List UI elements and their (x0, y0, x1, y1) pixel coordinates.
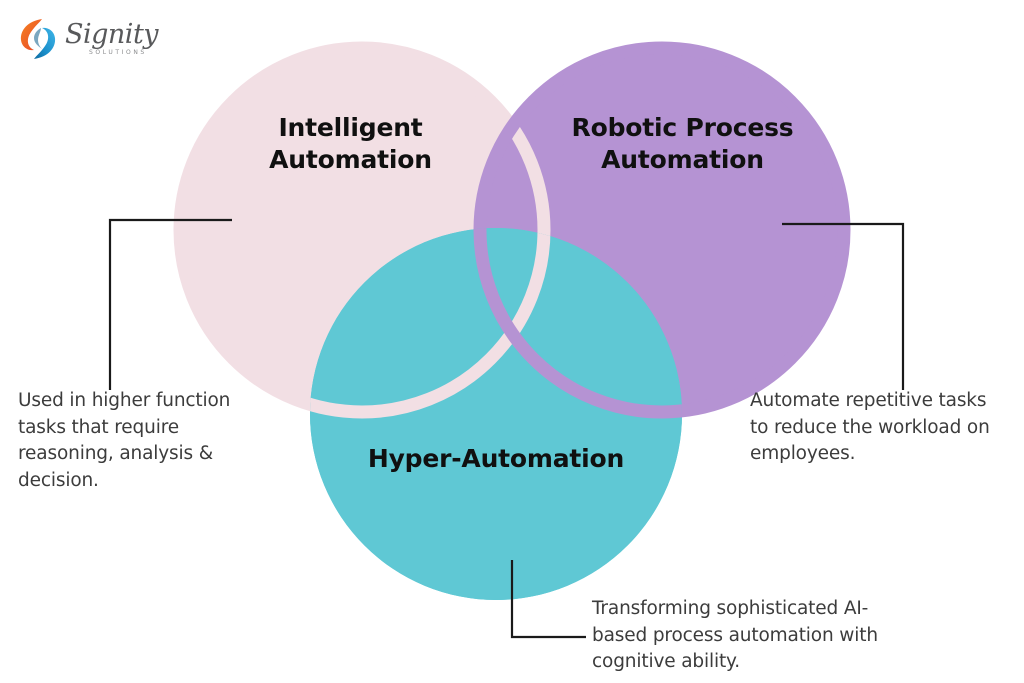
set-title-line-1: Hyper-Automation (367, 444, 625, 473)
caption-hyper-automation: Transforming sophisticated AI-based proc… (592, 598, 878, 673)
arc-intelligent-inside-teal (173, 41, 551, 419)
set-title-hyper-automation: Hyper-Automation (346, 443, 646, 475)
brand-name: Signity (65, 18, 159, 50)
connector-right (782, 222, 905, 390)
set-title-line-1: Intelligent (278, 113, 423, 142)
caption-robotic-process-automation: Automate repetitive tasks to reduce the … (750, 390, 990, 465)
brand-logo: Signity Solutions (18, 16, 159, 62)
set-title-intelligent-automation: Intelligent Automation (213, 112, 488, 176)
brand-wordmark: Signity Solutions (65, 18, 159, 58)
arc-robotic-inside-teal (473, 41, 851, 419)
set-title-robotic-process-automation: Robotic Process Automation (545, 112, 820, 176)
connector-bottom (510, 560, 586, 639)
caption-intelligent-automation: Used in higher function tasks that requi… (18, 390, 231, 491)
brand-tagline: Solutions (89, 48, 147, 56)
set-title-line-2: Automation (269, 145, 432, 174)
set-title-line-2: Automation (601, 145, 764, 174)
connector-left (108, 218, 232, 390)
signity-swoosh-icon (20, 19, 56, 59)
set-title-line-1: Robotic Process (571, 113, 794, 142)
arc-overlay-group (173, 41, 851, 600)
